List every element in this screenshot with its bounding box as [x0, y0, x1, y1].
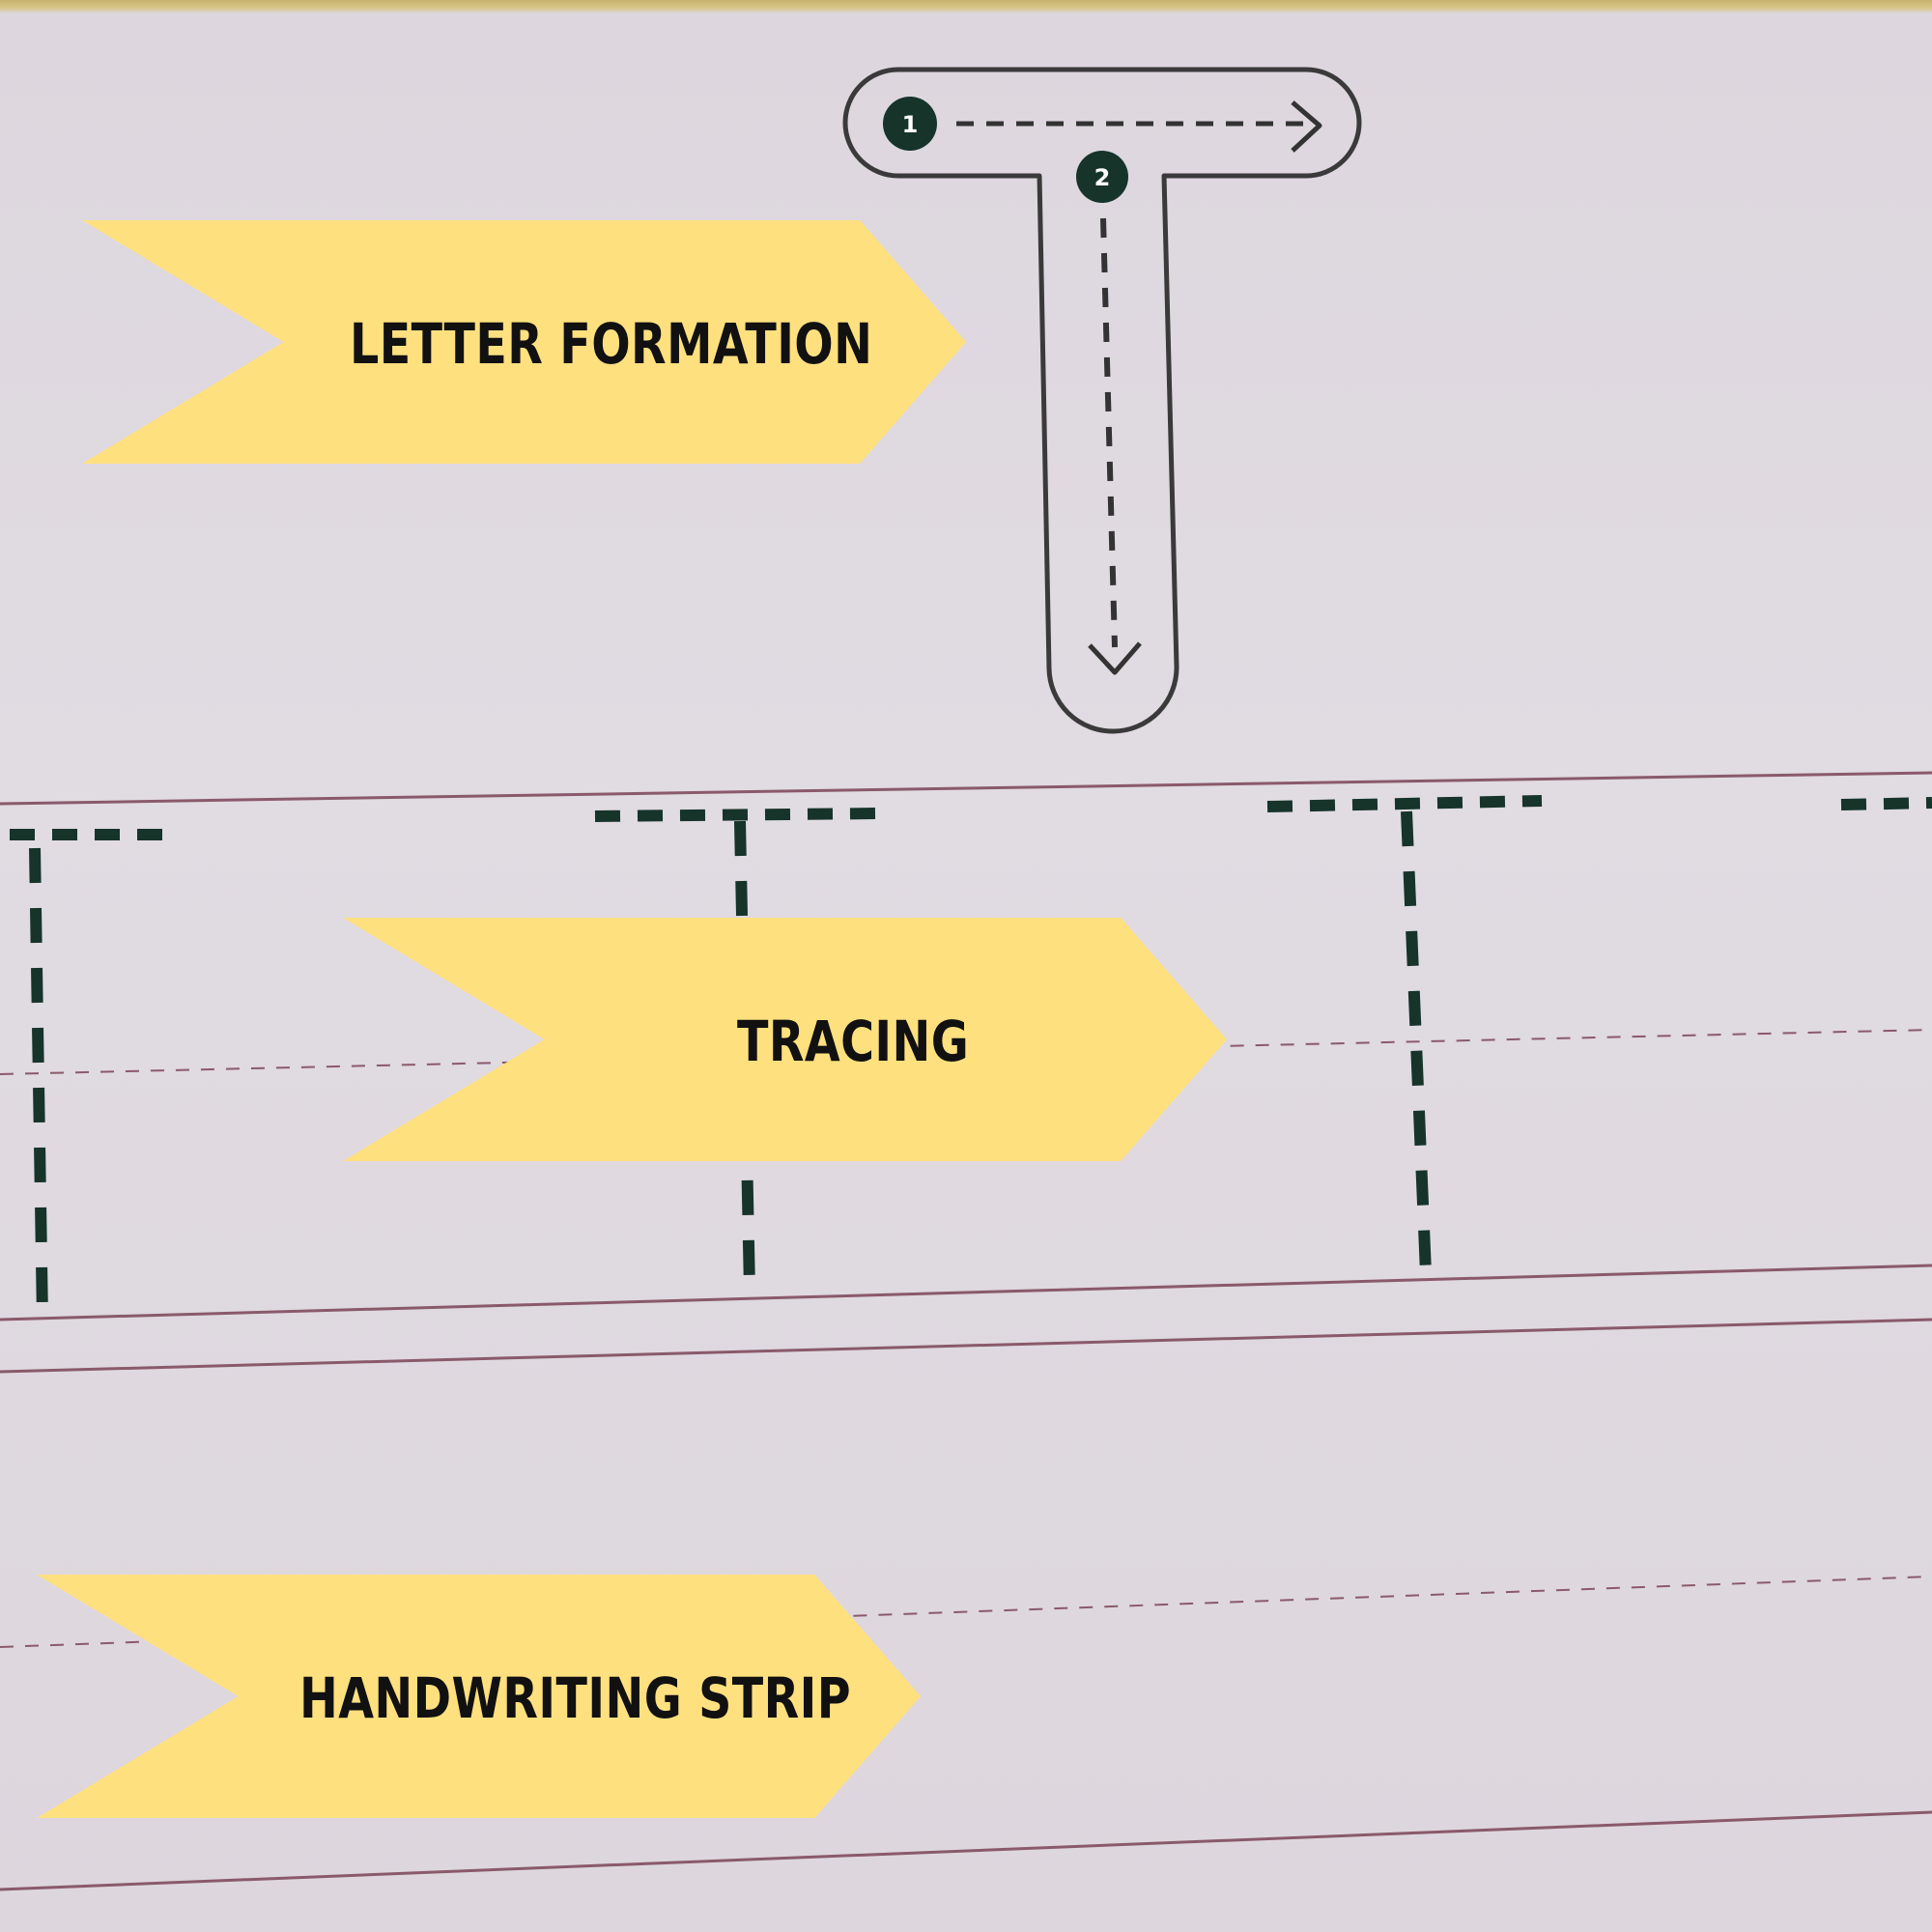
- trace-letter-t: [10, 829, 179, 1321]
- letter-formation-label: LETTER FORMATION: [350, 311, 873, 377]
- strip-baseline: [0, 1810, 1932, 1891]
- baseline: [0, 1264, 1932, 1321]
- trace-letter-t: [594, 808, 882, 1292]
- stroke-2-path: [1100, 217, 1118, 648]
- table-edge: [0, 0, 1932, 14]
- trace-letter-t: [1266, 795, 1543, 1274]
- strip-midline: [0, 1576, 1932, 1648]
- arrow-right-icon: [1291, 100, 1322, 153]
- trace-letter-t-partial: [1840, 797, 1932, 810]
- tracing-letters: [10, 795, 1932, 1321]
- tracing-label: TRACING: [737, 1009, 970, 1074]
- numbered-circle-icon: [883, 97, 937, 151]
- handwriting-strip-lines: [0, 1318, 1932, 1891]
- step-1-label: 1: [902, 111, 919, 138]
- top-line: [0, 771, 1932, 806]
- letter-formation-guide: 1 2: [842, 67, 1362, 734]
- strip-top-line: [0, 1318, 1932, 1374]
- numbered-circle-icon: [1076, 151, 1128, 203]
- step-2-label: 2: [1094, 164, 1111, 191]
- handwriting-strip-label: HANDWRITING STRIP: [299, 1665, 852, 1731]
- letter-t-outline: [842, 67, 1362, 734]
- arrow-down-icon: [1088, 641, 1142, 675]
